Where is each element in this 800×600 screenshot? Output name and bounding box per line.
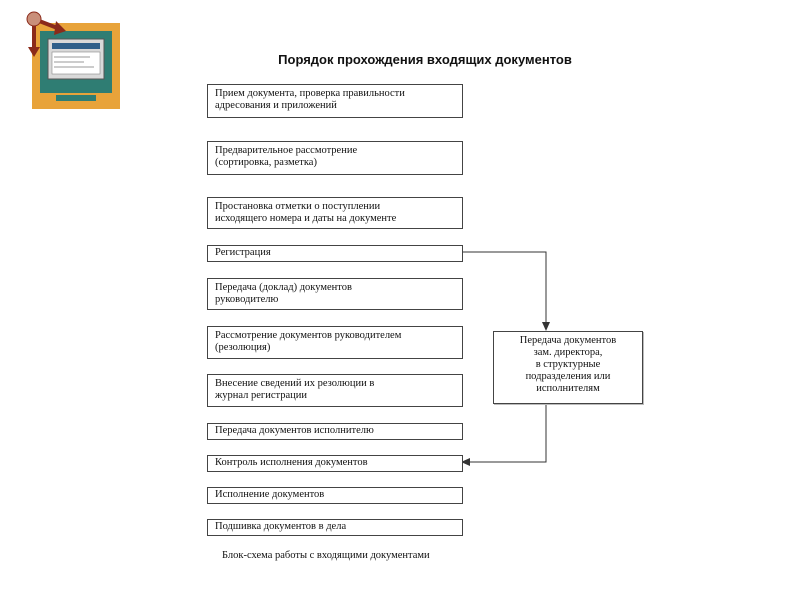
step-manager-review: Рассмотрение документов руководителем (р… [207,326,463,359]
diagram-caption: Блок-схема работы с входящими документам… [222,550,430,561]
step-registration: Регистрация [207,245,463,262]
step-transfer-to-executor: Передача документов исполнителю [207,423,463,440]
side-step-transfer-deputy: Передача документов зам. директора, в ст… [493,331,643,404]
step-execution-control: Контроль исполнения документов [207,455,463,472]
step-preliminary-review: Предварительное рассмотрение (сортировка… [207,141,463,175]
registration-to-side-connector [462,252,546,327]
step-transfer-to-manager: Передача (доклад) документов руководител… [207,278,463,310]
step-receive-check: Прием документа, проверка правильности а… [207,84,463,118]
step-mark-receipt: Простановка отметки о поступлении исходя… [207,197,463,229]
step-journal-entry: Внесение сведений их резолюции в журнал … [207,374,463,407]
step-filing: Подшивка документов в дела [207,519,463,536]
arrow-down-icon [542,322,550,331]
step-execution: Исполнение документов [207,487,463,504]
side-to-control-connector [466,403,546,462]
